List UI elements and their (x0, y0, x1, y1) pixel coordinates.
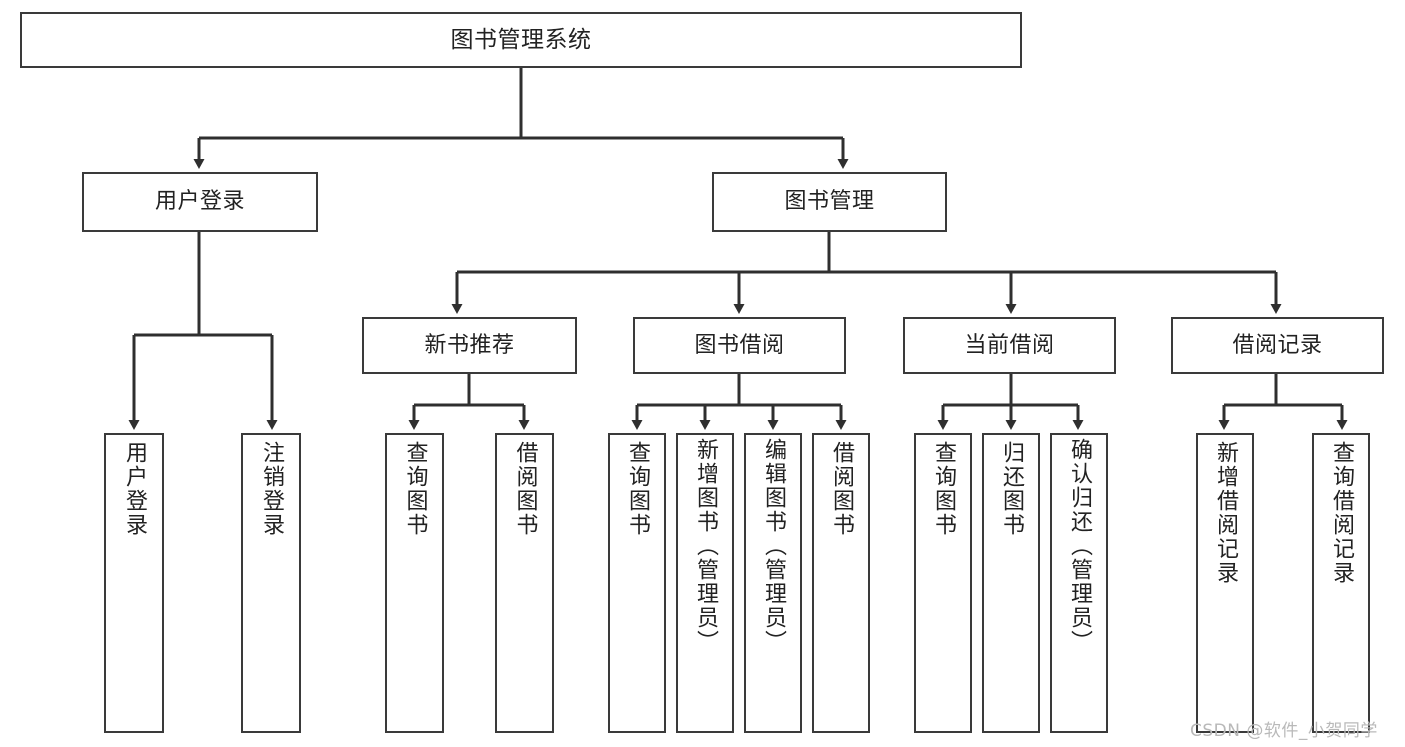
leaf-add-book[interactable]: 新增图书（管理员） (676, 433, 734, 733)
leaf-return-book-label: 归还图书 (999, 441, 1024, 537)
node-root[interactable]: 图书管理系统 (20, 12, 1022, 68)
leaf-add-record[interactable]: 新增借阅记录 (1196, 433, 1254, 733)
node-current-borrow[interactable]: 当前借阅 (903, 317, 1116, 374)
node-new-book-recommend[interactable]: 新书推荐 (362, 317, 577, 374)
leaf-query-book-recommend[interactable]: 查询图书 (385, 433, 444, 733)
leaf-query-book-borrow-label: 查询图书 (625, 441, 650, 537)
leaf-query-book-current[interactable]: 查询图书 (914, 433, 972, 733)
leaf-user-login[interactable]: 用户登录 (104, 433, 164, 733)
node-book-borrow[interactable]: 图书借阅 (633, 317, 846, 374)
leaf-confirm-return[interactable]: 确认归还（管理员） (1050, 433, 1108, 733)
node-book-management-label: 图书管理 (784, 189, 875, 215)
leaf-query-book-recommend-label: 查询图书 (402, 441, 428, 537)
leaf-edit-book[interactable]: 编辑图书（管理员） (744, 433, 802, 733)
node-current-borrow-label: 当前借阅 (964, 332, 1055, 358)
node-new-book-recommend-label: 新书推荐 (424, 332, 515, 358)
leaf-add-record-label: 新增借阅记录 (1213, 441, 1238, 585)
node-borrow-record[interactable]: 借阅记录 (1171, 317, 1384, 374)
leaf-query-record-label: 查询借阅记录 (1329, 441, 1354, 585)
node-root-label: 图书管理系统 (450, 26, 592, 53)
leaf-borrow-book[interactable]: 借阅图书 (812, 433, 870, 733)
leaf-user-login-label: 用户登录 (122, 441, 147, 537)
leaf-add-book-label: 新增图书（管理员） (693, 438, 718, 654)
leaf-borrow-book-recommend[interactable]: 借阅图书 (495, 433, 554, 733)
node-user-login[interactable]: 用户登录 (82, 172, 318, 232)
node-book-borrow-label: 图书借阅 (694, 332, 785, 358)
leaf-user-logout[interactable]: 注销登录 (241, 433, 301, 733)
leaf-confirm-return-label: 确认归还（管理员） (1067, 438, 1092, 654)
node-borrow-record-label: 借阅记录 (1232, 332, 1323, 358)
leaf-borrow-book-label: 借阅图书 (829, 441, 854, 537)
watermark: CSDN @软件_小贺同学 (1190, 721, 1378, 741)
leaf-borrow-book-recommend-label: 借阅图书 (512, 441, 538, 537)
node-book-management[interactable]: 图书管理 (712, 172, 947, 232)
node-user-login-label: 用户登录 (154, 189, 245, 215)
leaf-edit-book-label: 编辑图书（管理员） (761, 438, 786, 654)
leaf-user-logout-label: 注销登录 (259, 441, 284, 537)
leaf-query-book-current-label: 查询图书 (931, 441, 956, 537)
leaf-query-record[interactable]: 查询借阅记录 (1312, 433, 1370, 733)
leaf-query-book-borrow[interactable]: 查询图书 (608, 433, 666, 733)
leaf-return-book[interactable]: 归还图书 (982, 433, 1040, 733)
